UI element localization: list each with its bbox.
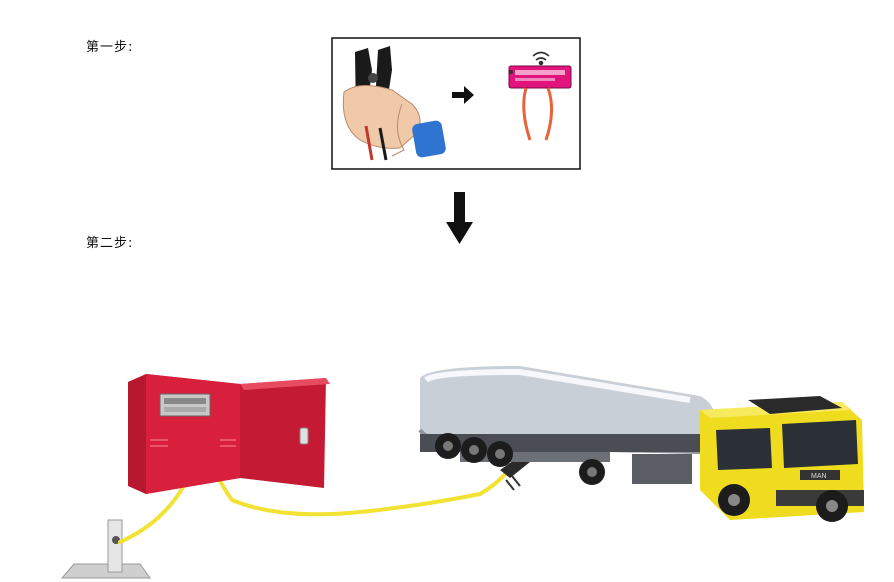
ground-post	[60, 519, 151, 579]
step-1-panel	[331, 37, 581, 170]
cab-badge: MAN	[811, 473, 827, 480]
wireless-signal-icon	[532, 51, 550, 66]
step-1-label: 第一步:	[86, 40, 134, 55]
step-2-label: 第二步:	[86, 236, 134, 251]
static-monitor-icon	[508, 65, 572, 141]
tanker-truck: MAN	[418, 366, 864, 522]
grounding-cabinet	[128, 374, 330, 494]
arrow-right-icon	[452, 86, 474, 104]
ground-clamp-icon	[342, 46, 446, 161]
arrow-down-icon	[446, 192, 473, 244]
